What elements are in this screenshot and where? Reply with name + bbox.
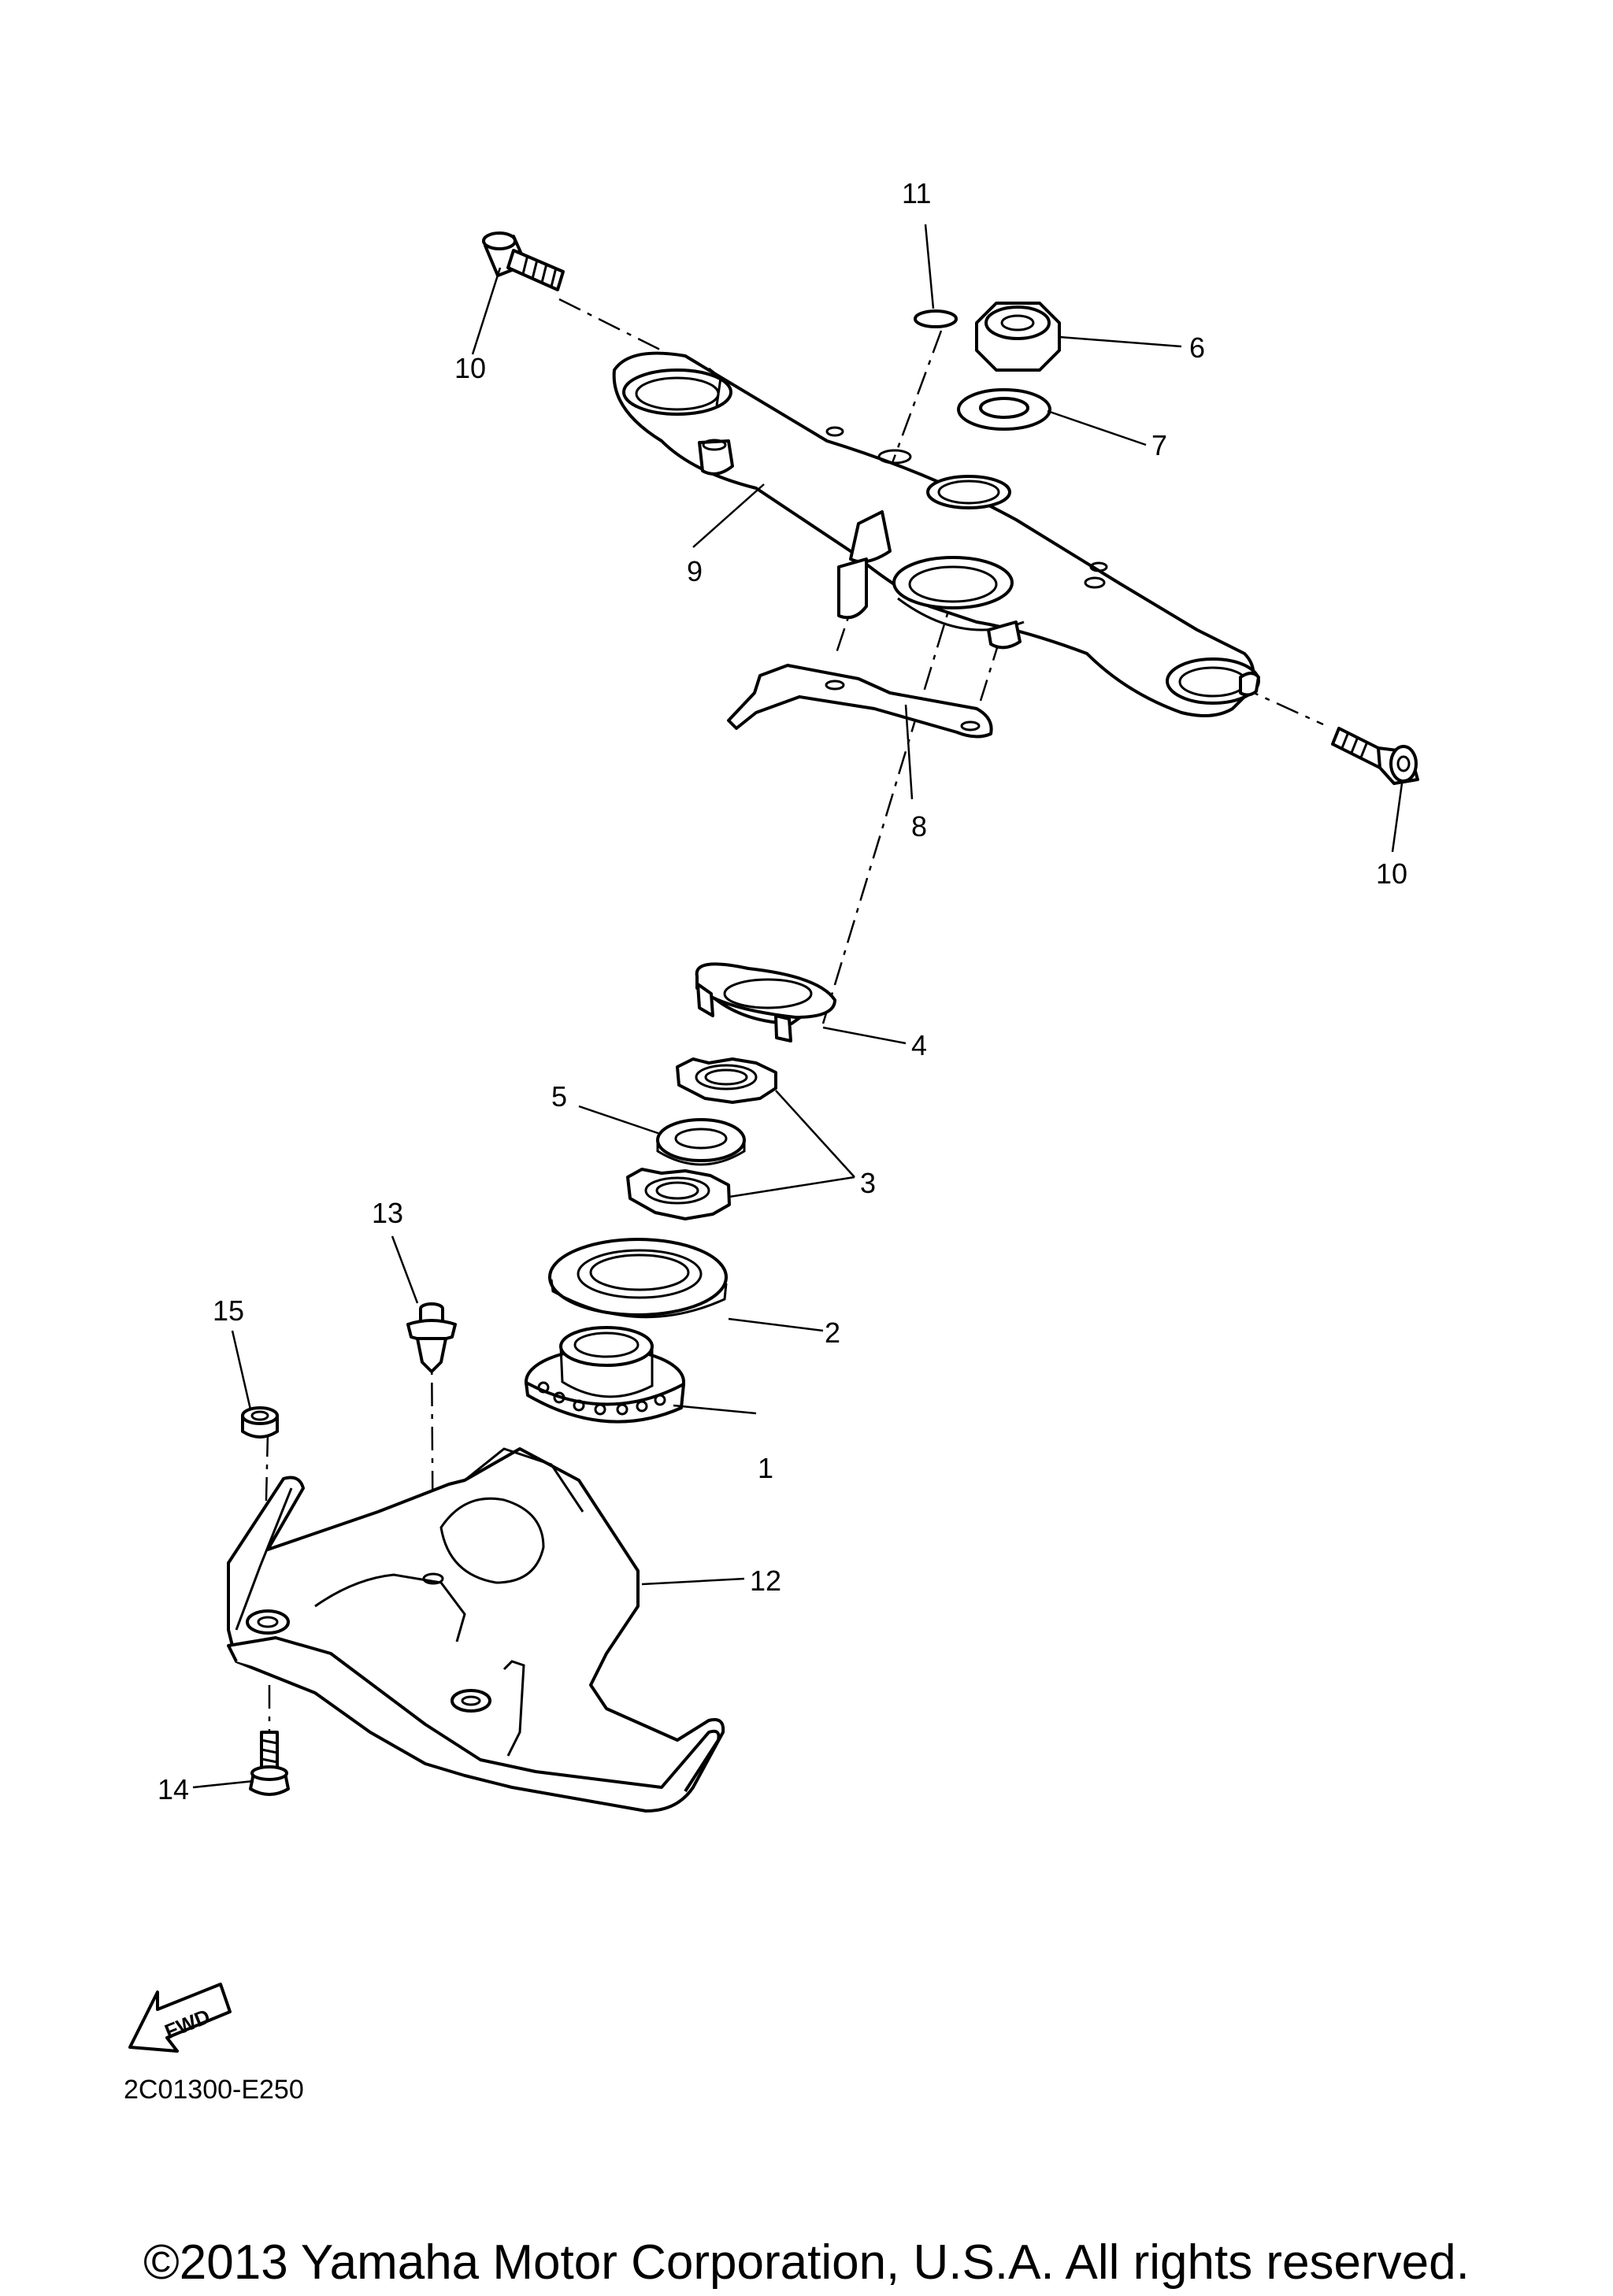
bolt-10-upper (482, 231, 565, 291)
nut-6 (975, 302, 1061, 372)
fwd-arrow-icon: FWD (128, 1983, 232, 2053)
diagram-code: 2C01300-E250 (124, 2075, 304, 2105)
callout-2: 2 (825, 1316, 840, 1349)
screw-14 (249, 1731, 290, 1796)
callout-11: 11 (902, 177, 931, 209)
callout-8: 8 (911, 810, 927, 842)
callout-12: 12 (750, 1565, 781, 1597)
callout-5: 5 (551, 1080, 567, 1113)
washer-7 (957, 388, 1051, 431)
callout-numbers: 1 2 3 4 5 6 7 8 9 10 10 11 12 13 14 15 (158, 177, 1407, 1805)
upper-bracket-9 (612, 351, 1260, 717)
copyright-notice: ©2013 Yamaha Motor Corporation, U.S.A. A… (143, 2235, 1470, 2290)
callout-13: 13 (372, 1197, 403, 1229)
callout-4: 4 (911, 1029, 927, 1061)
collar-15 (241, 1406, 279, 1439)
ring-nut-3-upper (676, 1057, 777, 1104)
bearing-1 (525, 1326, 685, 1424)
washer-5 (656, 1118, 746, 1166)
stay-8 (727, 664, 993, 739)
callout-3: 3 (860, 1167, 876, 1199)
callout-1: 1 (758, 1452, 773, 1484)
bolt-10-lower (1331, 727, 1419, 785)
callout-7: 7 (1151, 429, 1167, 461)
callout-10-lower: 10 (1376, 857, 1407, 890)
clip-13 (406, 1302, 457, 1373)
leader-lines (192, 224, 1403, 1789)
callout-9: 9 (687, 555, 703, 587)
cover-12 (227, 1447, 725, 1813)
dust-seal-2 (548, 1238, 728, 1319)
lock-washer-4 (695, 962, 836, 1042)
callout-15: 15 (213, 1294, 244, 1327)
callout-14: 14 (158, 1773, 189, 1805)
callout-6: 6 (1189, 331, 1205, 364)
ring-nut-3-lower (626, 1168, 731, 1220)
o-ring-11 (914, 309, 958, 328)
callout-10-upper: 10 (454, 352, 486, 384)
